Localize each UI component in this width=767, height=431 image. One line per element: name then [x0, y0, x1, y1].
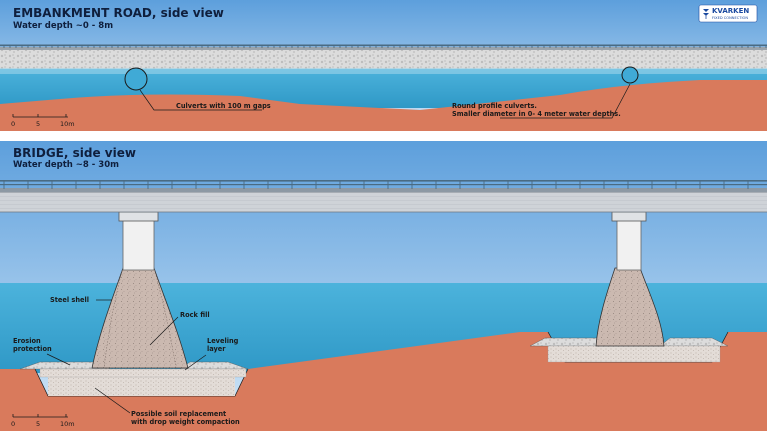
callout-round-profile-2: Smaller diameter in 0- 4 meter water dep… [452, 110, 621, 118]
soil-replacement-left [48, 376, 235, 396]
embankment-scale-10: 10m [60, 120, 75, 128]
embankment-body [0, 49, 767, 69]
callout-leveling-1: Leveling [207, 337, 239, 345]
bridge-scale-bar [12, 414, 68, 418]
pier-left [122, 219, 155, 271]
callout-steel-shell: Steel shell [50, 296, 89, 304]
bridge-soil [0, 332, 767, 431]
embankment-scale-0: 0 [11, 120, 15, 128]
callout-erosion-1: Erosion [13, 337, 41, 345]
embankment-title: EMBANKMENT ROAD, side view [13, 6, 224, 20]
pier-right [616, 219, 642, 271]
leveling-layer-right [547, 345, 721, 363]
logo-tagline: FIXED CONNECTION [712, 16, 748, 20]
culvert-large [124, 67, 148, 91]
bridge-deck-edge [0, 188, 767, 192]
leader-round-profile [500, 83, 631, 119]
embankment-scale-5: 5 [36, 120, 40, 128]
bridge-scale-5: 5 [36, 420, 40, 428]
embankment-scale-bar [12, 114, 68, 118]
callout-culverts-gaps: Culverts with 100 m gaps [176, 102, 271, 110]
callout-soil-1: Possible soil replacement [131, 410, 226, 418]
leader-culverts-gaps [139, 89, 262, 111]
pier-cap-right [611, 211, 647, 222]
bridge-panel [0, 141, 767, 431]
embankment-panel [0, 0, 767, 131]
pier-cap-left [118, 211, 159, 222]
culvert-small [621, 66, 639, 84]
steel-shell-left [103, 267, 177, 369]
leader-erosion [46, 353, 71, 366]
callout-erosion-2: protection [13, 345, 52, 353]
leader-rock-fill [149, 316, 179, 346]
embankment-railing [0, 44, 767, 47]
leveling-layer-left [39, 368, 247, 378]
bridge-title: BRIDGE, side view [13, 146, 136, 160]
leader-soil [94, 387, 131, 414]
callout-round-profile-1: Round profile culverts. [452, 102, 537, 110]
bridge-subtitle: Water depth ~8 - 30m [13, 160, 119, 170]
bridge-deck [0, 192, 767, 212]
logo-name: KVARKEN [712, 7, 749, 15]
bridge-scale-0: 0 [11, 420, 15, 428]
embankment-subtitle: Water depth ~0 - 8m [13, 21, 113, 31]
bridge-railing-posts [3, 180, 749, 189]
embankment-railing-posts [3, 44, 767, 48]
embankment-toe [0, 68, 767, 74]
bridge-railing-mid [0, 184, 767, 186]
leader-leveling [184, 354, 207, 371]
embankment-road-surface [0, 47, 767, 50]
callout-soil-2: with drop weight compaction [131, 418, 240, 426]
embankment-text: EMBANKMENT ROAD, side view Water depth ~… [11, 6, 621, 128]
panel-divider [0, 131, 767, 141]
rock-fill-right [595, 267, 665, 347]
callout-leveling-2: layer [207, 345, 226, 353]
callout-rock-fill: Rock fill [180, 311, 210, 319]
bridge-railing-top [0, 180, 767, 182]
kvarken-logo: KVARKEN FIXED CONNECTION [698, 4, 758, 23]
bridge-scale-10: 10m [60, 420, 75, 428]
bridge-text: BRIDGE, side view Water depth ~8 - 30m S… [11, 146, 240, 428]
logo-mark-icon [703, 9, 709, 16]
